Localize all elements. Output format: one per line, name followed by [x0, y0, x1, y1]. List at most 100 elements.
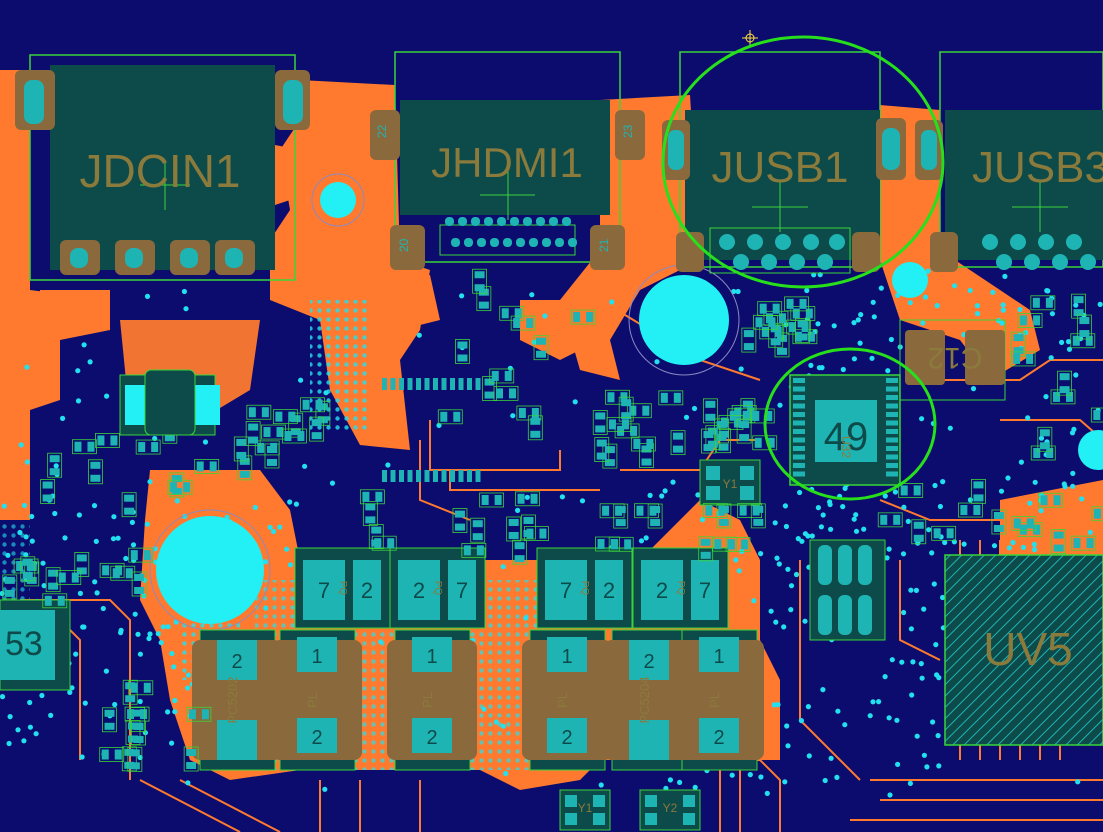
hdmi-pin-20: 20 — [397, 238, 411, 252]
via — [747, 772, 753, 778]
smd-part — [506, 516, 522, 542]
via — [990, 289, 996, 295]
smd-part — [911, 519, 927, 545]
connector-jhdmi1[interactable]: 22 23 20 21 JHDMI1 — [370, 51, 645, 270]
left-power-part[interactable] — [119, 369, 220, 436]
smd-part — [736, 418, 752, 444]
via — [7, 714, 13, 720]
hdmi-pad — [445, 217, 454, 226]
smd-part — [1037, 426, 1053, 452]
smd-part — [300, 397, 325, 413]
smd-part — [606, 416, 632, 432]
component-c12[interactable]: C12 — [899, 319, 1006, 401]
via — [861, 526, 867, 532]
qfn-pin — [416, 378, 421, 390]
via — [79, 754, 85, 760]
pad-ref-label: PL — [305, 692, 320, 708]
via — [919, 416, 925, 422]
via — [974, 303, 981, 309]
via — [915, 540, 921, 546]
hdmi-pin-23: 23 — [621, 124, 635, 138]
via — [1027, 500, 1033, 506]
via — [853, 512, 859, 518]
smd-part — [1071, 535, 1096, 551]
via — [23, 534, 29, 540]
via — [901, 609, 907, 616]
crystal-y1-b[interactable]: Y1 — [559, 789, 611, 831]
via — [899, 659, 905, 665]
via — [93, 538, 99, 545]
qfn-pin — [886, 386, 898, 392]
qfn-pin — [886, 395, 898, 400]
via — [174, 498, 180, 504]
via — [699, 517, 706, 523]
crystal-y2[interactable]: Y2 — [639, 789, 701, 831]
via — [0, 694, 6, 700]
via — [659, 493, 665, 499]
smd-part — [20, 556, 36, 582]
pad-pin-label: 2 — [426, 727, 437, 749]
via — [146, 635, 152, 642]
via — [609, 299, 615, 305]
via — [758, 551, 764, 557]
hdmi-pad — [458, 217, 467, 226]
via — [930, 719, 936, 725]
chip-uv5[interactable]: UV5 — [944, 554, 1103, 746]
via — [802, 618, 808, 624]
hdmi-pad — [536, 217, 545, 226]
qfn-pin — [450, 378, 455, 390]
hdmi-pad — [497, 217, 506, 226]
smd-part — [245, 421, 261, 446]
qfn-pin — [458, 378, 464, 390]
via — [869, 355, 875, 361]
so8-package[interactable] — [809, 539, 886, 641]
connector-jdcin1[interactable]: JDCIN1 — [15, 54, 310, 281]
via — [29, 513, 35, 520]
chip-u32[interactable]: 49 U32 — [382, 374, 901, 486]
smd-part — [658, 390, 684, 406]
highlight-u32 — [763, 347, 937, 501]
via — [1031, 547, 1038, 553]
mosfet-ref-label: PQ — [432, 581, 443, 596]
smd-part — [56, 570, 82, 585]
pad-ref-label: PL — [420, 692, 435, 708]
via — [523, 615, 529, 621]
connector-jusb3[interactable]: JUSB3 — [915, 51, 1103, 272]
via — [654, 359, 660, 365]
via — [901, 504, 907, 510]
qfn-pin — [793, 420, 805, 426]
mosfet-pin-label: 2 — [656, 578, 668, 603]
via — [828, 755, 834, 761]
pad-ref-label: PL — [707, 692, 722, 708]
qfn-pin — [886, 446, 898, 451]
via — [797, 489, 803, 496]
smd-part — [167, 479, 193, 495]
crystal-y1-a[interactable]: Y1 — [699, 459, 761, 506]
via — [60, 415, 66, 421]
via — [112, 701, 118, 708]
via — [967, 287, 973, 294]
chip-53[interactable]: 53 — [0, 599, 71, 691]
via — [416, 332, 422, 338]
via — [503, 770, 509, 777]
qfn-pin — [793, 463, 805, 468]
via — [924, 764, 930, 770]
chip-u32-pin-count: 49 — [824, 415, 869, 459]
smd-part — [254, 440, 280, 456]
via — [918, 661, 924, 667]
via — [75, 368, 81, 374]
via — [894, 717, 900, 723]
via — [181, 288, 187, 295]
qfn-pin — [793, 395, 805, 400]
via — [23, 552, 29, 558]
smd-part — [95, 433, 120, 448]
